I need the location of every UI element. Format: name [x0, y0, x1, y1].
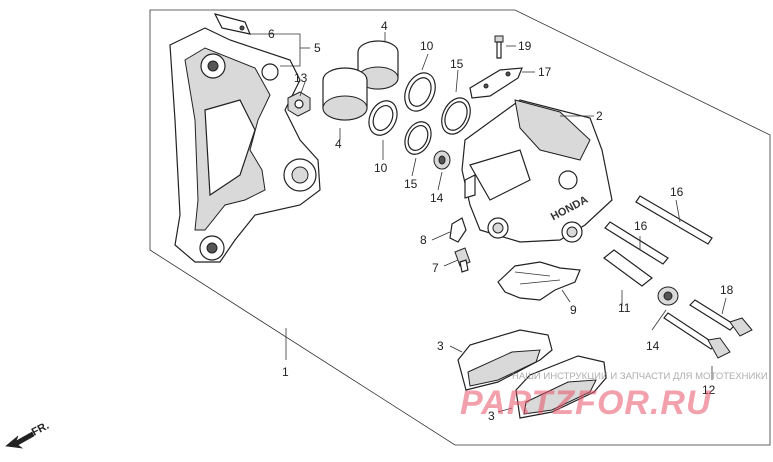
bleeder-screw-part	[494, 35, 504, 59]
caliper-body-part: HONDA	[461, 99, 613, 243]
watermark-brand: PARTZFOR.RU	[460, 384, 712, 422]
caliper-bracket-part	[169, 27, 321, 263]
callout-3-lower: 3	[488, 409, 495, 423]
callout-4-lower: 4	[335, 137, 342, 151]
watermark-tagline: НАШИ ИНСТРУКЦИИ И ЗАПЧАСТИ ДЛЯ МОТОТЕХНИ…	[512, 371, 768, 382]
callout-3-upper: 3	[437, 339, 444, 353]
piston-seal-upper-part	[404, 72, 436, 112]
callout-18: 18	[720, 283, 734, 297]
retainer-plate-part	[213, 13, 251, 35]
callout-8: 8	[420, 233, 427, 247]
callout-1: 1	[282, 365, 289, 379]
piston-lower-part	[322, 67, 368, 121]
front-arrow-icon	[5, 431, 35, 449]
pad-spring-plate-part	[469, 67, 523, 99]
bolt-18-part	[689, 299, 753, 337]
callout-13: 13	[294, 71, 308, 85]
front-direction-indicator: FR.	[5, 420, 51, 449]
boot-upper-part	[433, 150, 451, 170]
bleed-valve-part	[454, 247, 471, 273]
pin-lower-part	[604, 221, 669, 265]
leader-lines	[248, 32, 727, 413]
piston-upper-part	[357, 40, 399, 90]
piston-seal-lower-part	[368, 100, 398, 136]
callout-14-upper: 14	[430, 191, 444, 205]
callout-19: 19	[518, 39, 532, 53]
pad-spring-part	[497, 261, 581, 301]
callout-17: 17	[538, 65, 552, 79]
callout-12: 12	[702, 383, 716, 397]
brake-pad-upper-part	[457, 329, 553, 391]
boot-lower-part	[657, 286, 679, 306]
callout-14-lower: 14	[646, 339, 660, 353]
brake-pad-lower-part	[515, 355, 607, 419]
callout-2: 2	[596, 109, 603, 123]
diagram-frame	[149, 9, 771, 446]
nut-part	[287, 91, 311, 117]
callout-labels: 1 2 3 3 4 4 5 6 7 8 9 10 10 11 12 13 14 …	[268, 19, 734, 423]
bolt-12-part	[663, 312, 731, 359]
front-label: FR.	[30, 420, 51, 439]
callout-11: 11	[618, 301, 631, 315]
callout-7: 7	[432, 261, 439, 275]
callout-10-lower: 10	[374, 161, 388, 175]
callout-16-lower: 16	[634, 219, 648, 233]
clip-part	[449, 217, 467, 243]
callout-6: 6	[268, 27, 275, 41]
dust-seal-upper-part	[441, 97, 471, 135]
callout-15-lower: 15	[404, 177, 418, 191]
sleeve-part	[603, 249, 653, 287]
callout-9: 9	[570, 303, 577, 317]
callout-10-upper: 10	[420, 39, 434, 53]
dust-seal-lower-part	[404, 121, 432, 155]
callout-5: 5	[314, 41, 321, 55]
callout-4-upper: 4	[381, 19, 388, 33]
callout-15-upper: 15	[450, 57, 464, 71]
callout-16-upper: 16	[670, 185, 684, 199]
watermark: НАШИ ИНСТРУКЦИИ И ЗАПЧАСТИ ДЛЯ МОТОТЕХНИ…	[460, 371, 768, 422]
pin-upper-part	[635, 195, 713, 245]
